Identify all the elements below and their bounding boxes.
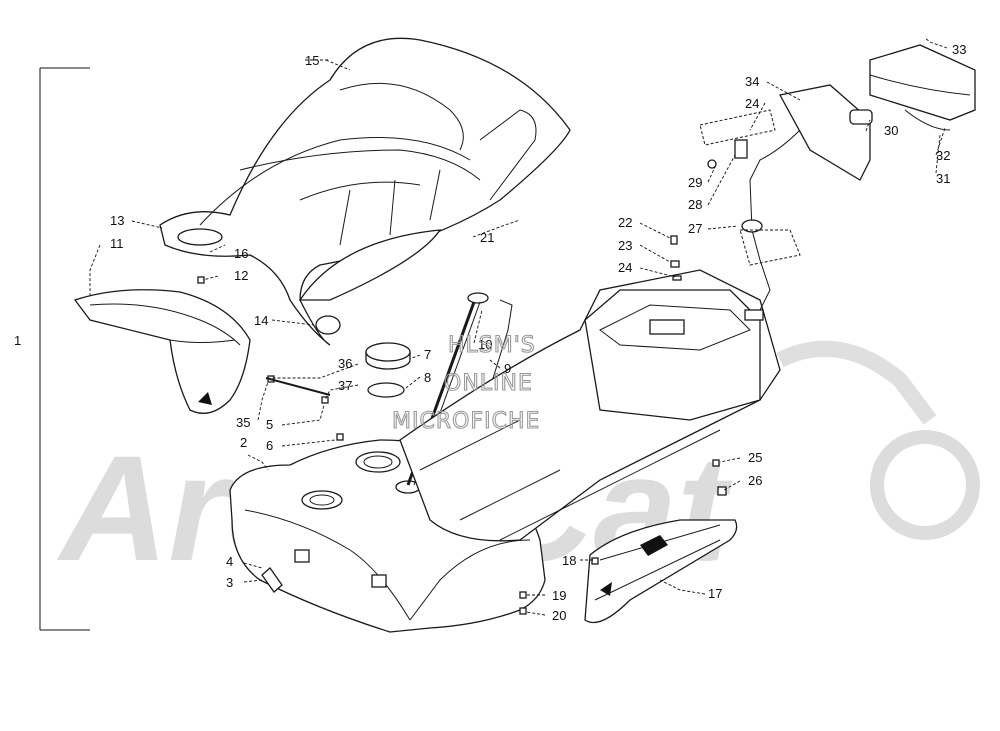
- callout-labels: 1 2 3 4 5 6 7 8 9 10 11 12 13 14 15 16 1…: [14, 42, 966, 623]
- callout-28: 28: [688, 197, 702, 212]
- callout-19: 19: [552, 588, 566, 603]
- callout-6: 6: [266, 438, 273, 453]
- arrow-marker-icon: [198, 392, 212, 405]
- callout-25: 25: [748, 450, 762, 465]
- hardware-group: [197, 235, 727, 615]
- callout-1: 1: [14, 333, 21, 348]
- watermark-text: HLSM'S ONLINE MICROFICHE: [391, 332, 540, 434]
- callout-23: 23: [618, 238, 632, 253]
- callout-14: 14: [254, 313, 268, 328]
- callout-11: 11: [110, 236, 124, 251]
- fuel-cap-part: [365, 342, 411, 398]
- seat-strap-icon: [177, 228, 223, 246]
- callout-24-upper: 24: [745, 96, 759, 111]
- callout-7: 7: [424, 347, 431, 362]
- arrow-marker-icon: [600, 582, 612, 596]
- rear-bumper-plate-part: [584, 519, 738, 624]
- callout-22: 22: [618, 215, 632, 230]
- callout-12: 12: [234, 268, 248, 283]
- callout-2: 2: [240, 435, 247, 450]
- watermark-line-2: ONLINE: [444, 371, 533, 396]
- group-bracket: [39, 67, 90, 631]
- callout-8: 8: [424, 370, 431, 385]
- drain-fitting-icon: [261, 567, 283, 593]
- taillight-part: [699, 44, 976, 321]
- callout-3: 3: [226, 575, 233, 590]
- callout-10: 10: [478, 337, 492, 352]
- seat-part: [159, 37, 571, 346]
- callout-36: 36: [338, 356, 352, 371]
- callout-30: 30: [884, 123, 898, 138]
- leader-lines: [89, 37, 948, 616]
- seat-bumper-icon: [315, 315, 341, 335]
- callout-13: 13: [110, 213, 124, 228]
- callout-9: 9: [504, 361, 511, 376]
- callout-26: 26: [748, 473, 762, 488]
- watermark-line-1: HLSM'S: [448, 333, 536, 358]
- callout-15: 15: [305, 53, 319, 68]
- callout-4: 4: [226, 554, 233, 569]
- callout-31: 31: [936, 171, 950, 186]
- callout-32: 32: [936, 148, 950, 163]
- callout-17: 17: [708, 586, 722, 601]
- callout-37: 37: [338, 378, 352, 393]
- callout-35: 35: [236, 415, 250, 430]
- callout-27: 27: [688, 221, 702, 236]
- watermark-line-3: MICROFICHE: [392, 409, 540, 434]
- callout-33: 33: [952, 42, 966, 57]
- callout-16: 16: [234, 246, 248, 261]
- callout-20: 20: [552, 608, 566, 623]
- callout-5: 5: [266, 417, 273, 432]
- callout-24-lower: 24: [618, 260, 632, 275]
- rear-handle-part: [73, 289, 251, 414]
- rear-console-part: [399, 269, 781, 542]
- watermark-wheel-icon: [870, 430, 980, 540]
- callout-29: 29: [688, 175, 702, 190]
- callout-34: 34: [745, 74, 759, 89]
- watermark-fender-icon: [776, 340, 937, 425]
- callout-21: 21: [480, 230, 494, 245]
- callout-18: 18: [562, 553, 576, 568]
